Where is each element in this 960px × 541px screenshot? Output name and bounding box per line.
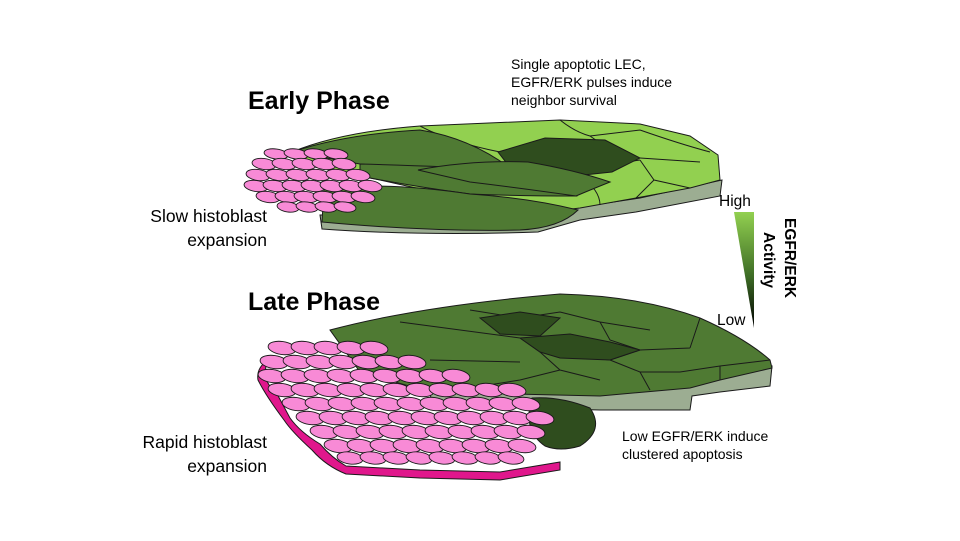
histoblast-edge bbox=[257, 358, 561, 481]
late-annotation-line2: clustered apoptosis bbox=[622, 446, 743, 462]
scale-title-line1: EGFR/ERK bbox=[781, 218, 798, 299]
histoblast-cell bbox=[397, 354, 427, 370]
activity-scale: High Low EGFR/ERK Activity bbox=[717, 193, 798, 329]
activity-gradient-wedge bbox=[734, 212, 754, 328]
early-lec-mid-3 bbox=[321, 185, 579, 231]
histoblast-cell bbox=[357, 179, 383, 193]
late-phase-title: Late Phase bbox=[248, 288, 380, 316]
early-lec-mid-4 bbox=[417, 161, 612, 197]
histoblast-cell bbox=[511, 396, 541, 412]
histoblast-cell bbox=[359, 340, 389, 356]
late-left-label-line1: Rapid histoblast bbox=[142, 432, 267, 452]
late-lec-low-1 bbox=[478, 311, 562, 337]
histoblast-cell bbox=[345, 168, 371, 182]
histoblast-cell bbox=[441, 368, 471, 384]
late-lec-low-2 bbox=[518, 333, 642, 361]
scale-high-label: High bbox=[719, 193, 751, 210]
histoblast-cell bbox=[516, 424, 546, 440]
histoblast-cell bbox=[497, 382, 527, 398]
histoblast-cell bbox=[507, 438, 537, 454]
late-left-label-line2: expansion bbox=[187, 456, 267, 476]
early-left-label-line2: expansion bbox=[187, 230, 267, 250]
histoblast-cell bbox=[331, 157, 357, 171]
early-left-label-line1: Slow histoblast bbox=[150, 206, 267, 226]
early-annotation-line1: Single apoptotic LEC, bbox=[511, 56, 646, 72]
late-annotation-line1: Low EGFR/ERK induce bbox=[622, 428, 768, 444]
histoblast-cell bbox=[333, 201, 357, 213]
scale-title-line2: Activity bbox=[760, 232, 777, 288]
histoblast-cell bbox=[497, 451, 525, 465]
early-phase-tissue bbox=[291, 119, 723, 234]
late-histoblast-cluster bbox=[257, 340, 561, 481]
histoblast-cell bbox=[350, 190, 376, 204]
histoblast-cell bbox=[525, 410, 555, 426]
early-annotation-line2: EGFR/ERK pulses induce bbox=[511, 74, 672, 90]
early-annotation-line3: neighbor survival bbox=[511, 92, 617, 108]
scale-low-label: Low bbox=[717, 312, 746, 329]
early-histoblast-cluster bbox=[243, 148, 383, 213]
early-phase-title: Early Phase bbox=[248, 87, 390, 115]
